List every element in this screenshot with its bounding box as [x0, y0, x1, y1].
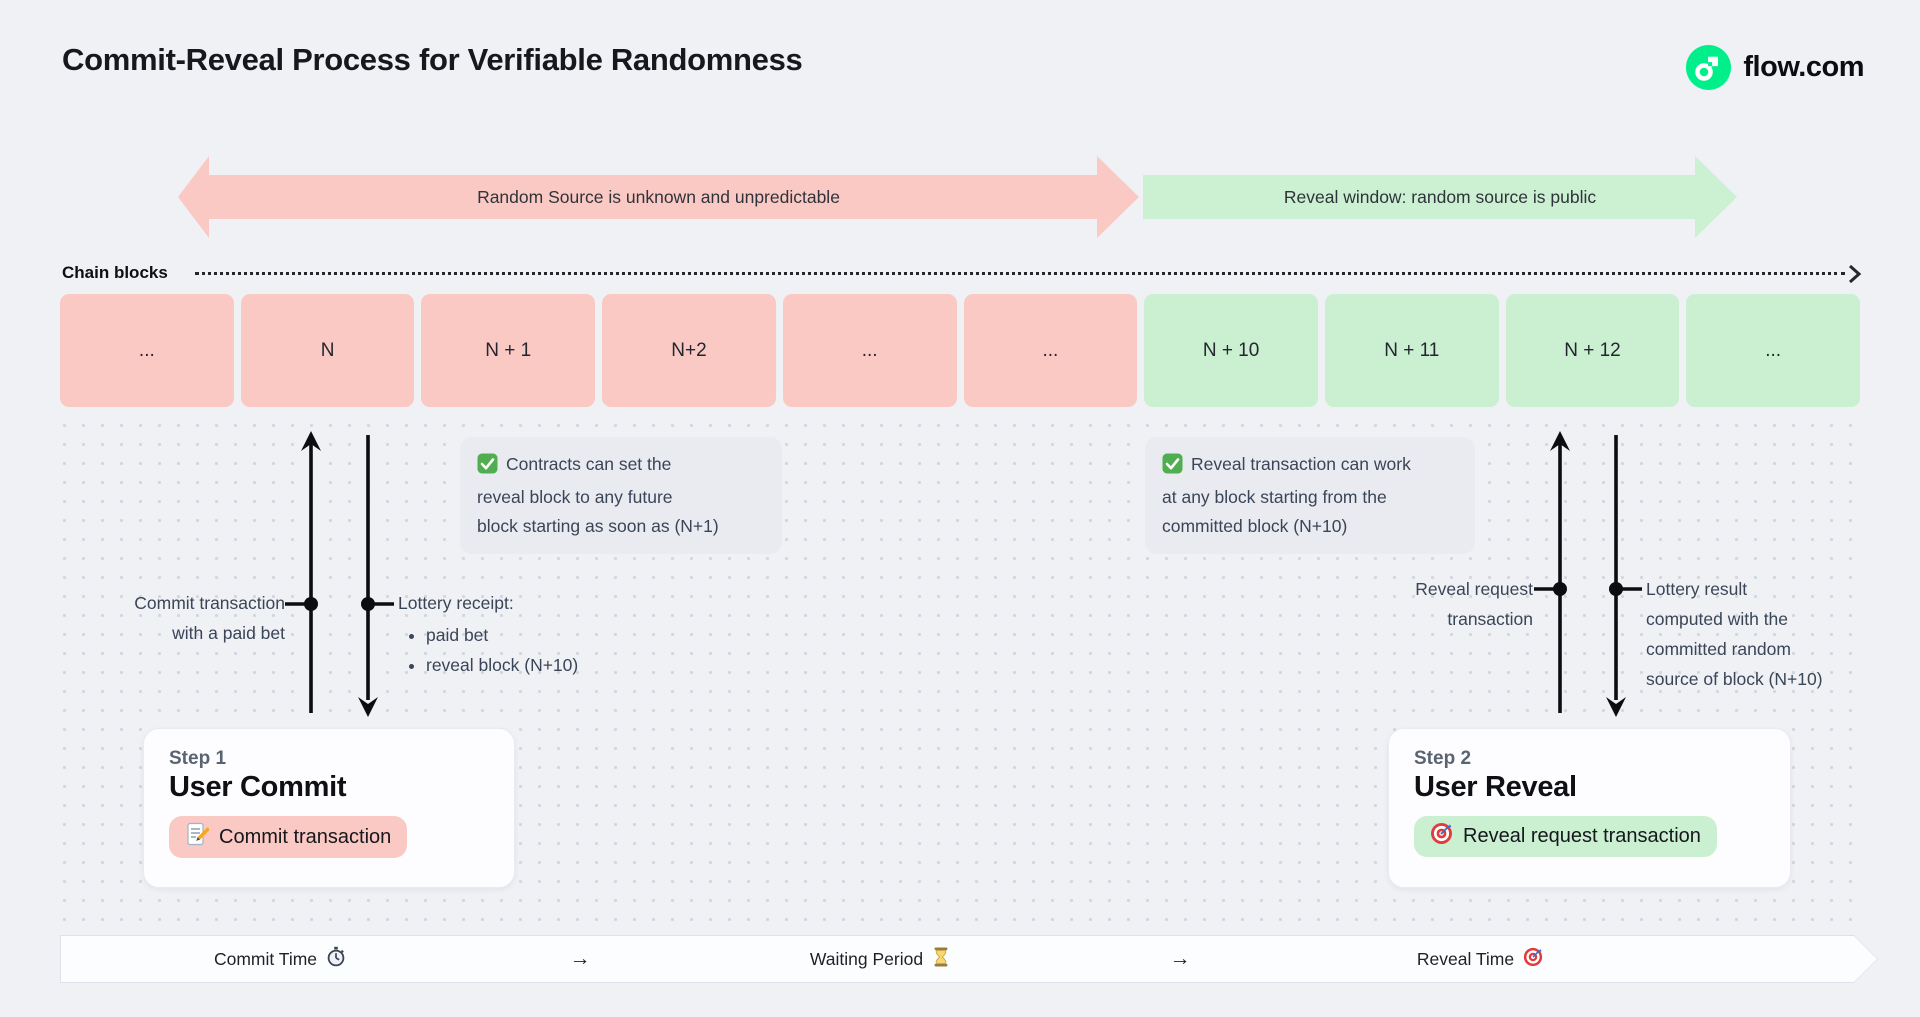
chain-arrowhead-icon	[1849, 264, 1862, 284]
footer-items: Commit Time → Waiting Period	[60, 935, 1878, 983]
memo-icon	[185, 822, 211, 852]
footer-arrow: →	[1169, 947, 1191, 970]
commit-transaction-label: Commit transaction with a paid bet	[134, 593, 285, 643]
footer-fill-shape	[61, 936, 1877, 982]
step1-eyebrow: Step 1	[169, 748, 227, 769]
flow-logo[interactable]: flow.com	[1686, 45, 1864, 90]
chain-block: ...	[782, 294, 957, 407]
unpredictable-phase-label: Random Source is unknown and unpredictab…	[477, 186, 840, 207]
pill-label: Reveal request transaction	[1463, 825, 1701, 847]
chain-dotted-line	[195, 272, 1845, 275]
chain-blocks-label: Chain blocks	[62, 263, 168, 282]
flow-logo-icon	[1686, 45, 1732, 90]
chain-block: ...	[963, 294, 1138, 407]
chain-block: N + 10	[1144, 294, 1318, 407]
commit-arrows	[285, 431, 394, 717]
target-icon	[1430, 822, 1453, 851]
check-icon	[1162, 453, 1183, 483]
unpredictable-phase-arrow: Random Source is unknown and unpredictab…	[178, 155, 1139, 239]
reveal-request-label: Reveal request transaction	[1415, 579, 1533, 629]
lottery-result-label: Lottery result computed with the committ…	[1646, 579, 1823, 689]
chain-blocks-row: ... N N + 1 N+2 ... ... N + 10 N + 11 N …	[60, 294, 1861, 407]
reveal-time-item: Reveal Time	[1330, 947, 1630, 972]
reveal-arrows	[1534, 431, 1642, 717]
commit-time-item: Commit Time	[130, 946, 430, 972]
note-reveal-window: Reveal transaction can work at any block…	[1145, 437, 1475, 554]
step2-card: Step 2 User Reveal Reveal request transa…	[1388, 728, 1791, 888]
right-arrow-shape	[1143, 156, 1737, 238]
footer-label: Waiting Period	[809, 948, 924, 969]
timeline-footer: Commit Time → Waiting Period	[60, 935, 1878, 983]
brand-name: flow.com	[1743, 51, 1864, 83]
waiting-period-item: Waiting Period	[730, 947, 1030, 972]
note-text: Reveal transaction can work at any block…	[1162, 454, 1411, 536]
chain-block: N + 11	[1324, 294, 1499, 407]
stopwatch-icon	[326, 946, 346, 972]
reveal-request-pill: Reveal request transaction	[1414, 816, 1717, 857]
commit-transaction-pill: Commit transaction	[169, 816, 408, 858]
chain-block: ...	[1686, 294, 1861, 407]
lottery-receipt-list: paid bet reveal block (N+10)	[398, 620, 578, 680]
reveal-window-arrow: Reveal window: random source is public	[1143, 155, 1737, 239]
step1-title: User Commit	[169, 771, 347, 803]
step1-card: Step 1 User Commit Commit transaction	[143, 728, 515, 888]
step2-eyebrow: Step 2	[1414, 748, 1472, 769]
hourglass-icon	[932, 947, 950, 972]
lottery-receipt-label: Lottery receipt: paid bet reveal block (…	[398, 588, 578, 680]
double-arrow-shape	[178, 156, 1139, 238]
note-commit-window: Contracts can set the reveal block to an…	[460, 437, 782, 554]
note-text: Contracts can set the reveal block to an…	[477, 454, 719, 536]
footer-label: Commit Time	[213, 948, 318, 969]
chain-block: N + 12	[1505, 294, 1680, 407]
check-icon	[477, 453, 498, 483]
step2-title: User Reveal	[1414, 771, 1577, 803]
footer-label: Reveal Time	[1416, 948, 1515, 969]
chain-block: ...	[60, 294, 234, 407]
chain-block: N + 1	[421, 294, 596, 407]
reveal-window-label: Reveal window: random source is public	[1283, 186, 1597, 207]
target-icon	[1523, 947, 1543, 972]
list-item: reveal block (N+10)	[426, 650, 578, 680]
lottery-receipt-title: Lottery receipt:	[398, 593, 514, 613]
pill-label: Commit transaction	[219, 825, 392, 848]
page-title: Commit-Reveal Process for Verifiable Ran…	[62, 42, 803, 77]
chain-block: N	[240, 294, 415, 407]
footer-arrow: →	[569, 947, 591, 970]
list-item: paid bet	[426, 620, 578, 650]
chain-block: N+2	[602, 294, 776, 407]
